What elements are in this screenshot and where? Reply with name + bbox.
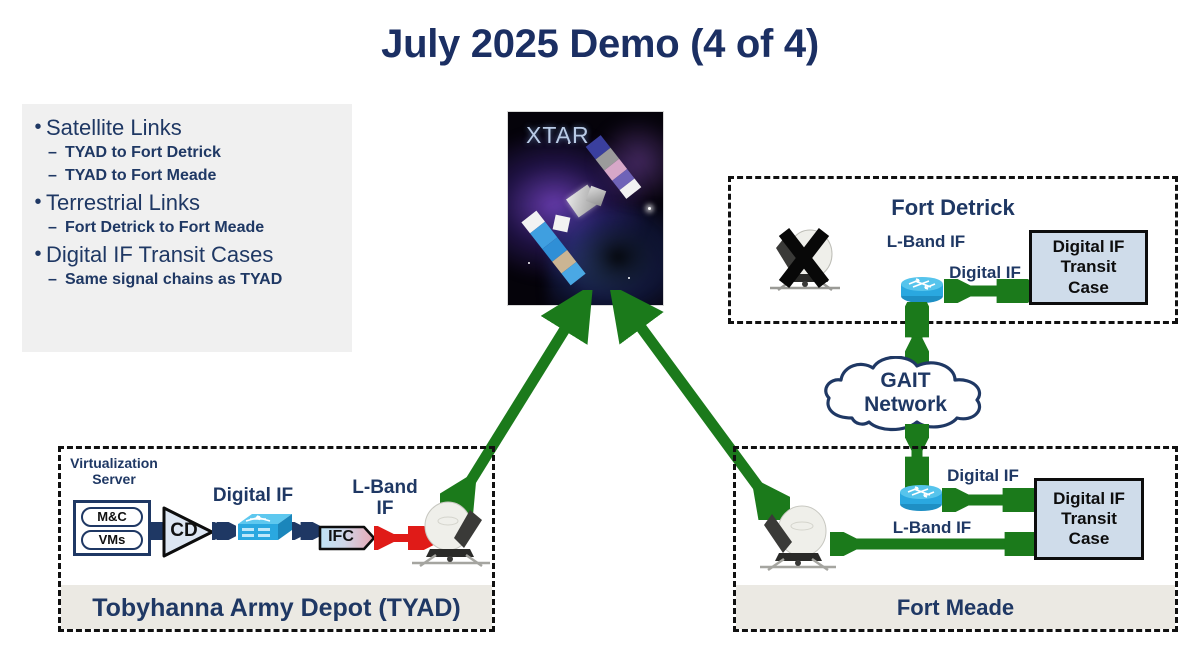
satellite-dish-icon — [408, 496, 494, 574]
link-arrow-cd-to-switch — [212, 522, 236, 540]
list-item: – Same signal chains as TYAD — [30, 270, 346, 291]
network-switch-icon — [236, 508, 294, 548]
star-icon — [648, 207, 651, 210]
bullet-dash-icon: – — [48, 218, 57, 236]
link-arrow-switch-to-ifc — [292, 522, 320, 540]
cd-amplifier-icon: CD — [160, 505, 216, 559]
bullet-text: Fort Detrick to Fort Meade — [65, 218, 265, 236]
list-item: – TYAD to Fort Meade — [30, 166, 346, 187]
satellite-dish-disabled-icon — [762, 222, 848, 300]
link-arrow-detrick-to-gait — [905, 302, 929, 364]
component-vms: VMs — [81, 529, 143, 550]
router-icon — [899, 274, 945, 304]
transit-case-line: Case — [1068, 529, 1110, 549]
label-digital-if-meade: Digital IF — [947, 466, 1019, 485]
gait-network-cloud: GAIT Network — [817, 355, 994, 434]
transit-case-line: Transit — [1061, 508, 1117, 528]
site-tyad: Tobyhanna Army Depot (TYAD) — [58, 446, 495, 632]
link-arrow-meade-digital-if — [942, 488, 1038, 512]
star-icon — [568, 142, 570, 144]
ifc-node-icon: IFC — [318, 524, 376, 552]
bullet-dash-icon: – — [48, 144, 57, 162]
site-fort-detrick: Fort Detrick — [728, 176, 1178, 324]
link-arrow-detrick-digital-if — [944, 279, 1032, 303]
gait-line-1: GAIT — [880, 369, 931, 392]
bullet-text: Satellite Links — [46, 115, 182, 140]
site-fort-meade: Fort Meade — [733, 446, 1178, 632]
cloud-icon — [824, 355, 982, 432]
bullet-text: Digital IF Transit Cases — [46, 241, 274, 267]
virt-server-line-2: Server — [92, 471, 136, 488]
label-digital-if-tyad: Digital IF — [212, 485, 294, 506]
virtualization-server-box: M&C VMs — [73, 500, 151, 556]
label-lband-if-tyad: L-Band IF — [330, 477, 440, 520]
bullet-text: Terrestrial Links — [46, 189, 201, 215]
link-arrow-gait-to-meade — [905, 424, 929, 492]
star-icon — [528, 262, 530, 264]
star-icon — [628, 277, 630, 279]
bullet-dot-icon: • — [34, 242, 42, 265]
gait-network-text: GAIT Network — [817, 369, 994, 416]
bullet-dot-icon: • — [34, 190, 42, 213]
bullet-dash-icon: – — [48, 166, 57, 184]
list-item: • Digital IF Transit Cases — [30, 241, 346, 269]
label-digital-if-detrick: Digital IF — [949, 263, 1021, 282]
dark-cloud — [570, 217, 663, 297]
satellite-dish-icon — [752, 498, 842, 578]
bullet-list: • Satellite Links – TYAD to Fort Detrick… — [22, 104, 352, 291]
satellite-reflector — [552, 214, 571, 233]
satellite-label: XTAR — [526, 122, 590, 148]
satellite-link-arrow-meade — [609, 290, 790, 520]
gait-line-2: Network — [864, 392, 947, 416]
bullet-text: Same signal chains as TYAD — [65, 270, 283, 288]
virt-server-line-1: Virtualization — [70, 455, 158, 471]
digital-if-transit-case-detrick: Digital IF Transit Case — [1029, 230, 1148, 305]
link-arrow-meade-lband-if — [830, 532, 1040, 556]
bullet-dot-icon: • — [34, 116, 42, 138]
transit-case-line: Transit — [1060, 257, 1117, 277]
list-item: – TYAD to Fort Detrick — [30, 143, 346, 164]
site-label-fort-detrick: Fort Detrick — [891, 195, 1015, 220]
ifc-label: IFC — [328, 528, 354, 545]
satellite-image: XTAR — [508, 112, 663, 305]
transit-case-line: Case — [1068, 277, 1109, 297]
site-band — [736, 585, 1175, 629]
bullet-panel: • Satellite Links – TYAD to Fort Detrick… — [22, 104, 352, 352]
label-lband-if-detrick: L-Band IF — [886, 232, 966, 251]
component-mc: M&C — [81, 506, 143, 527]
transit-case-line: Digital IF — [1053, 488, 1125, 508]
bullet-text: TYAD to Fort Detrick — [65, 144, 221, 162]
site-label-fort-meade: Fort Meade — [896, 595, 1015, 620]
transit-case-line: Digital IF — [1052, 237, 1125, 257]
page-title: July 2025 Demo (4 of 4) — [381, 22, 819, 66]
lband-line-2: IF — [376, 498, 394, 520]
lband-line-1: L-Band — [352, 477, 418, 498]
list-item: • Satellite Links — [30, 114, 346, 142]
bullet-dash-icon: – — [48, 270, 57, 288]
site-label-tyad: Tobyhanna Army Depot (TYAD) — [92, 594, 461, 622]
list-item: • Terrestrial Links — [30, 189, 346, 217]
cd-label: CD — [170, 520, 198, 541]
router-icon — [898, 482, 944, 512]
list-item: – Fort Detrick to Fort Meade — [30, 218, 346, 239]
bullet-text: TYAD to Fort Meade — [65, 166, 217, 184]
virtualization-server-label: Virtualization Server — [62, 455, 166, 487]
site-band — [61, 585, 492, 629]
link-arrow-tyad-lband-if — [374, 526, 434, 550]
digital-if-transit-case-meade: Digital IF Transit Case — [1034, 478, 1144, 560]
satellite-link-arrow-tyad — [440, 290, 594, 515]
